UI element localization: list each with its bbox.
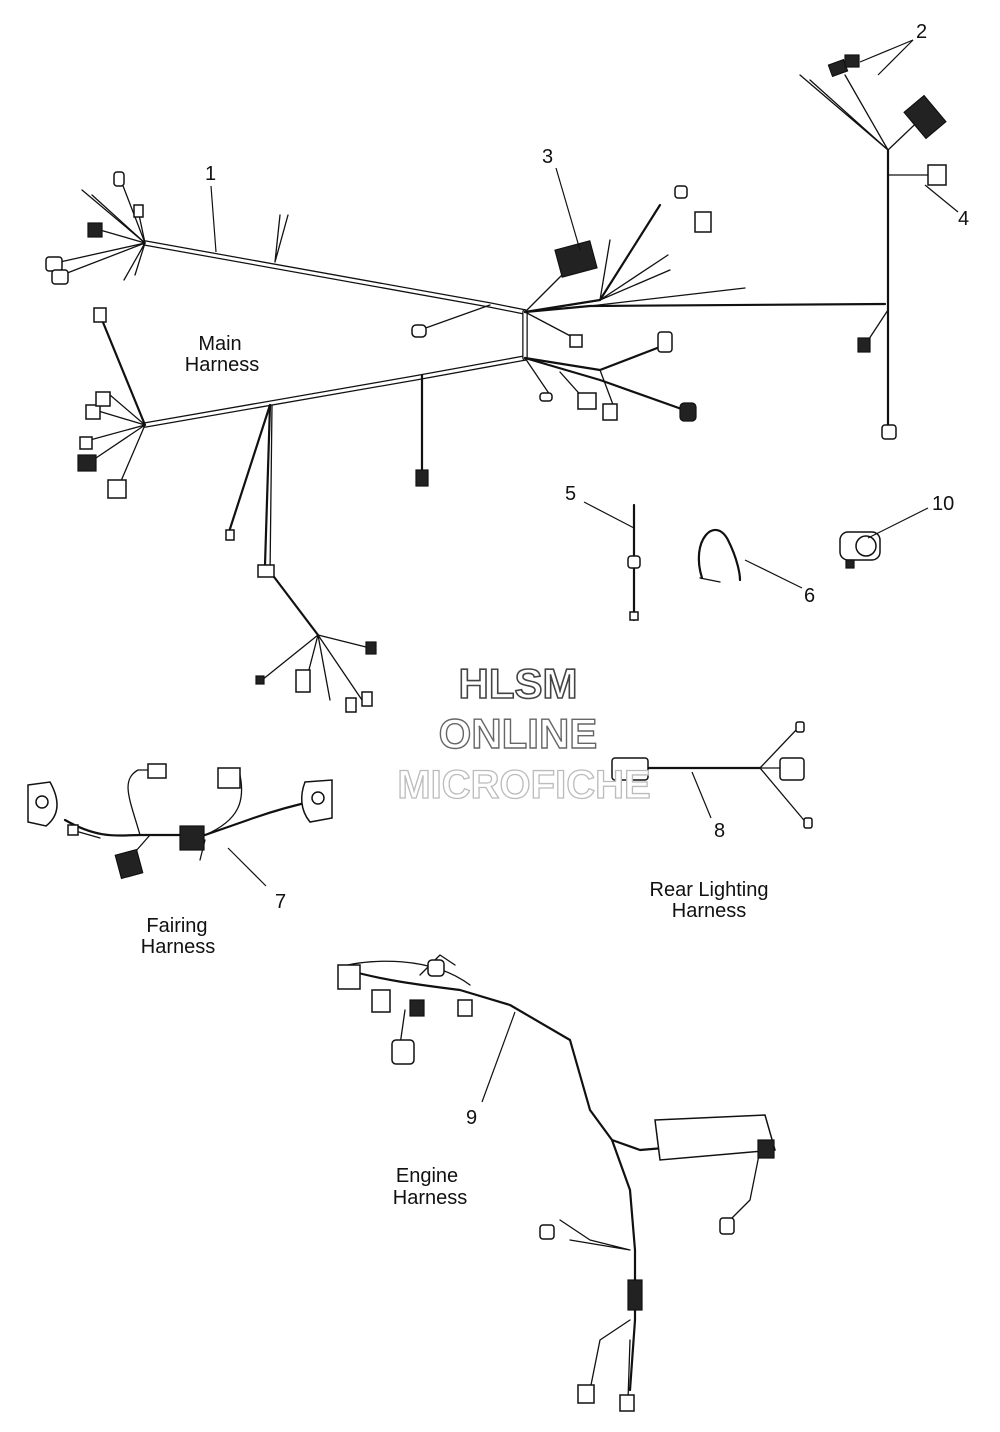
fairing-harness-label-2: Harness (141, 936, 215, 958)
engine-harness-label-2: Harness (393, 1187, 467, 1209)
callout-2: 2 (916, 21, 927, 43)
callout-7: 7 (275, 891, 286, 913)
right-vertical-harness[interactable] (799, 54, 947, 440)
rear-harness-label-1: Rear Lighting (650, 879, 769, 901)
watermark-line-3: MICROFICHE (397, 763, 650, 807)
callout-4: 4 (958, 208, 969, 230)
watermark-line-2: ONLINE (439, 710, 598, 757)
callout-8: 8 (714, 820, 725, 842)
part-5-strap[interactable] (627, 503, 641, 622)
rear-lighting-harness[interactable] (611, 721, 813, 829)
watermark-line-1: HLSM (459, 660, 578, 707)
callout-3: 3 (542, 146, 553, 168)
part-6-cable-tie[interactable] (697, 528, 742, 583)
main-harness[interactable] (45, 171, 887, 713)
callout-9: 9 (466, 1107, 477, 1129)
harness-labels: Main Harness Fairing Harness Rear Lighti… (141, 333, 769, 1209)
watermark: HLSM ONLINE MICROFICHE (397, 659, 652, 807)
callout-6: 6 (804, 585, 815, 607)
part-10-cap[interactable] (839, 531, 881, 569)
engine-harness-label-1: Engine (396, 1165, 458, 1187)
main-harness-label-2: Harness (185, 354, 259, 376)
fairing-harness-label-1: Fairing (146, 915, 207, 937)
main-harness-label-1: Main (198, 333, 241, 355)
callout-10: 10 (932, 493, 954, 515)
leader-lines (210, 39, 959, 1103)
engine-harness[interactable] (337, 954, 776, 1412)
callout-5: 5 (565, 483, 576, 505)
callout-numbers: 1 2 3 4 5 6 7 8 9 10 (205, 21, 969, 1129)
rear-harness-label-2: Harness (672, 900, 746, 922)
callout-1: 1 (205, 163, 216, 185)
fairing-harness[interactable] (27, 763, 333, 880)
